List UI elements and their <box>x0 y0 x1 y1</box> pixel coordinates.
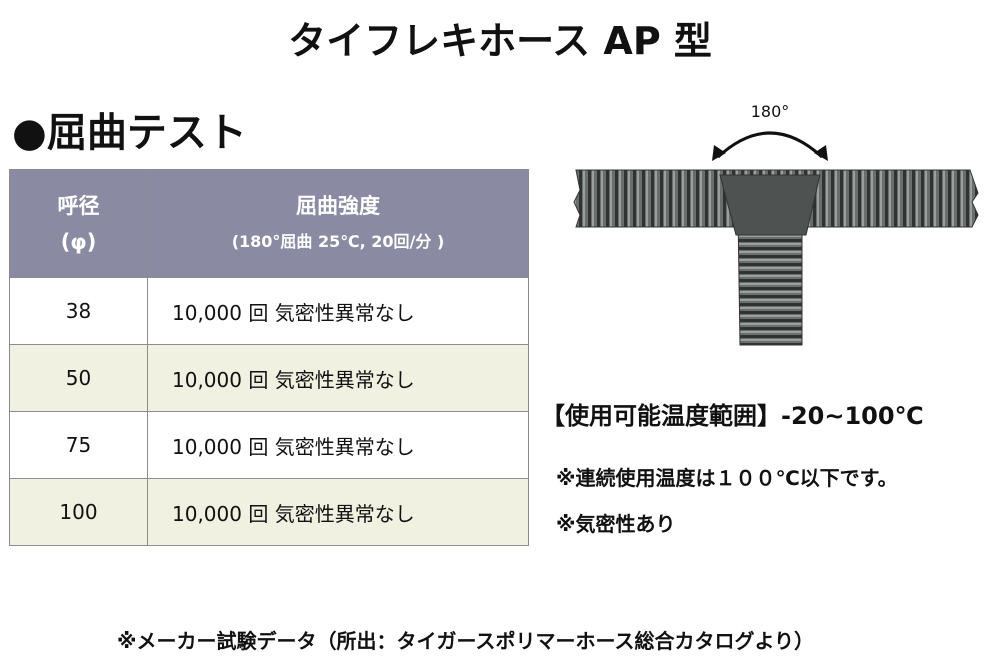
angle-label: 180° <box>751 102 790 121</box>
table-row: 50 10,000 回 気密性異常なし <box>9 344 529 412</box>
row-diameter: 50 <box>9 344 148 412</box>
row-diameter: 38 <box>9 277 148 345</box>
row-result: 10,000 回 気密性異常なし <box>147 344 529 412</box>
page-title: タイフレキホース AP 型 <box>288 19 712 63</box>
table-header-diameter: 呼径 (φ) <box>9 169 148 278</box>
row-diameter: 100 <box>9 478 148 546</box>
row-result: 10,000 回 気密性異常なし <box>147 277 529 345</box>
arrow-right-icon <box>814 145 828 161</box>
table-header-strength: 屈曲強度 (180°屈曲 25℃, 20回/分 ) <box>147 169 529 278</box>
header-strength-label: 屈曲強度 <box>296 193 380 218</box>
header-diameter-unit: (φ) <box>60 229 97 254</box>
table-row: 75 10,000 回 気密性異常なし <box>9 411 529 479</box>
note-continuous-temperature: ※連続使用温度は１００℃以下です。 <box>556 466 898 490</box>
hose-bend-joint <box>719 174 821 236</box>
bend-test-table: 呼径 (φ) 屈曲強度 (180°屈曲 25℃, 20回/分 ) 38 10,0… <box>9 169 529 546</box>
note-airtight: ※気密性あり <box>556 512 676 536</box>
row-result: 10,000 回 気密性異常なし <box>147 411 529 479</box>
header-diameter-label: 呼径 <box>57 193 100 218</box>
temperature-range: 【使用可能温度範囲】-20~100℃ <box>541 402 924 430</box>
table-row: 100 10,000 回 気密性異常なし <box>9 478 529 546</box>
source-footnote: ※メーカー試験データ（所出：タイガースポリマーホース総合カタログより） <box>117 629 815 653</box>
angle-arc <box>716 131 824 159</box>
row-result: 10,000 回 気密性異常なし <box>147 478 529 546</box>
bend-test-figure: 180° <box>570 95 990 355</box>
table-header-row: 呼径 (φ) 屈曲強度 (180°屈曲 25℃, 20回/分 ) <box>9 169 529 278</box>
bent-hose-illustration: 180° <box>573 102 979 346</box>
table-row: 38 10,000 回 気密性異常なし <box>9 277 529 345</box>
row-diameter: 75 <box>9 411 148 479</box>
section-heading: ●屈曲テスト <box>12 110 247 156</box>
arrow-left-icon <box>712 145 726 161</box>
header-strength-condition: (180°屈曲 25℃, 20回/分 ) <box>231 231 445 251</box>
